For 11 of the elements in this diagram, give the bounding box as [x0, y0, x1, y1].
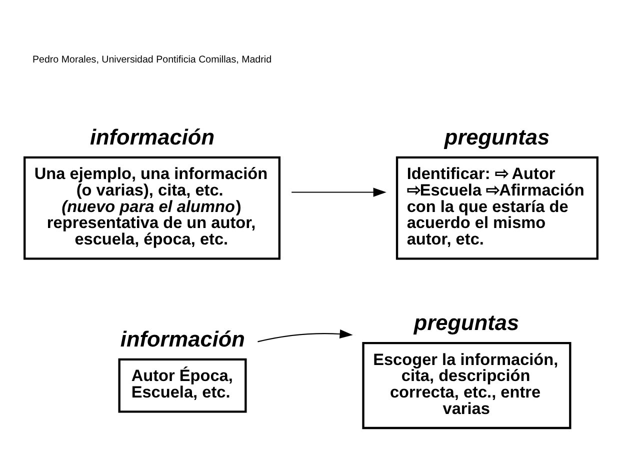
node-box: Escoger la información, cita, descripción correcta, etc., entre varias — [362, 342, 572, 429]
node-box: Autor Época, Escuela, etc. — [118, 358, 247, 412]
node-label: preguntas — [444, 124, 550, 149]
node-label: información — [120, 326, 245, 351]
label: Pedro Morales, Universidad Pontificia Comillas, Madrid — [32, 54, 272, 65]
arrow — [258, 328, 353, 342]
arrow — [292, 187, 386, 196]
node-label: preguntas — [414, 310, 520, 335]
node-box: Una ejemplo, una información (o varias), cita, etc. (nuevo para el alumno) representativa de un autor, escuela, época, etc. — [24, 156, 280, 260]
node-box: Identificar: ⇨ Autor ⇨Escuela ⇨Afirmación con la que estaría de acuerdo el mismo autor, etc. — [396, 156, 598, 260]
node-label: información — [90, 124, 215, 149]
